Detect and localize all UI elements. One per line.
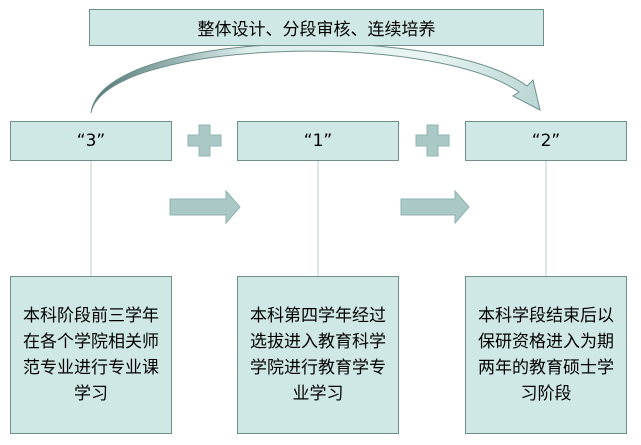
stage-description: 本科第四学年经过选拔进入教育科学学院进行教育学专业学习 (250, 306, 386, 404)
diagram-title: 整体设计、分段审核、连续培养 (89, 9, 544, 46)
stage-description-box-1: 本科第四学年经过选拔进入教育科学学院进行教育学专业学习 (237, 276, 399, 434)
plus-icon (187, 124, 222, 157)
stage-box-2: “2” (465, 121, 627, 161)
stage-description: 本科阶段前三学年在各个学院相关师范专业进行专业课学习 (23, 306, 159, 404)
right-arrow-icon (169, 189, 241, 225)
stage-label: “3” (76, 131, 106, 151)
curved-arrow (90, 43, 541, 114)
stage-label: “2” (531, 131, 561, 151)
stage-box-3: “3” (10, 121, 172, 161)
stage-box-1: “1” (237, 121, 399, 161)
plus-icon (415, 124, 450, 157)
stage-label: “1” (303, 131, 333, 151)
stage-description-box-3: 本科阶段前三学年在各个学院相关师范专业进行专业课学习 (10, 276, 172, 434)
stage-description: 本科学段结束后以保研资格进入为期两年的教育硕士学习阶段 (478, 306, 614, 404)
diagram-title-text: 整体设计、分段审核、连续培养 (197, 20, 436, 40)
right-arrow-icon (400, 189, 470, 225)
stage-description-box-2: 本科学段结束后以保研资格进入为期两年的教育硕士学习阶段 (465, 276, 627, 434)
